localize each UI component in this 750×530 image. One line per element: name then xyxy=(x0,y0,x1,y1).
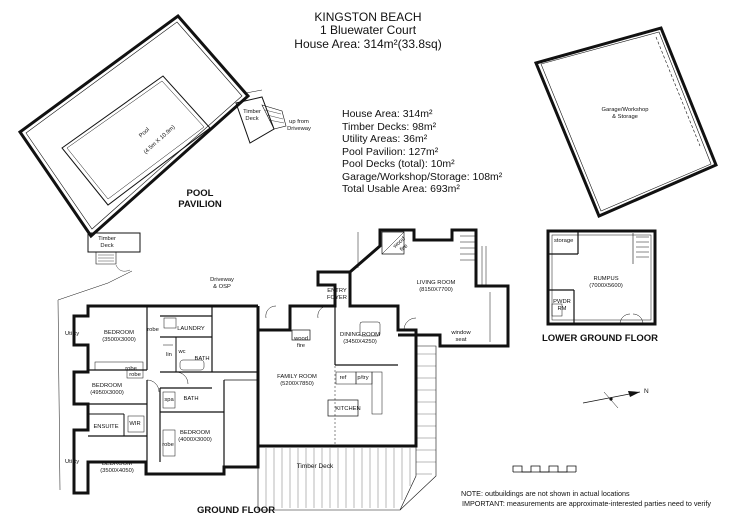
dining-room-label: DINING ROOM xyxy=(340,332,380,338)
robe-2-label: robe xyxy=(147,327,159,333)
pool-pavilion-title-line-2: PAVILION xyxy=(178,199,222,210)
robe-4-label: robe xyxy=(162,442,174,448)
pantry-label: p/try xyxy=(357,375,369,381)
area-house: House Area: 314m² xyxy=(342,108,433,120)
living-room-dimensions: (8150X7700) xyxy=(419,287,453,293)
garage-label: Garage/Workshop & Storage xyxy=(601,107,649,120)
ensuite-label: ENSUITE xyxy=(93,424,119,430)
pool-basin xyxy=(61,75,211,206)
pool-deck-steps xyxy=(261,104,287,130)
ref-label: ref xyxy=(339,375,347,381)
pool-pavilion-title-line-1: POOL xyxy=(186,188,214,199)
lower-storage-label: storage xyxy=(554,238,574,244)
house-area-summary: House Area: 314m²(33.8sq) xyxy=(294,37,442,51)
ground-floor-title: GROUND FLOOR xyxy=(196,505,276,516)
family-room-dimensions: (5200X7850) xyxy=(280,381,314,387)
note-outbuildings: NOTE: outbuildings are not shown in actu… xyxy=(461,489,630,498)
bedroom-1-label: BEDROOM xyxy=(104,330,134,336)
timber-deck-label: Timber Deck xyxy=(296,463,334,470)
timber-deck xyxy=(257,445,417,511)
pool-deck-bottom-label: Timber Deck xyxy=(98,236,116,249)
rumpus-label: RUMPUS xyxy=(593,276,619,282)
living-room-label: LIVING ROOM xyxy=(416,280,456,286)
rumpus-dimensions: (7000X5600) xyxy=(589,283,623,289)
utility-bottom-label: Utility xyxy=(65,459,80,465)
wood-fire-family-label: wood fire xyxy=(294,336,308,349)
pwdr-label: PWDR xyxy=(553,299,571,305)
bath-1-label: BATH xyxy=(194,356,210,362)
suburb-title: KINGSTON BEACH xyxy=(314,10,422,24)
area-pool-decks: Pool Decks (total): 10m² xyxy=(342,158,455,170)
bedroom-3-dimensions: (4000X3000) xyxy=(178,437,212,443)
wc-label: wc xyxy=(178,349,186,355)
area-pool-pavilion: Pool Pavilion: 127m² xyxy=(342,145,439,158)
utility-top-label: Utility xyxy=(65,331,80,337)
west-wing-outline xyxy=(72,304,260,495)
area-garage: Garage/Workshop/Storage: 108m² xyxy=(342,170,503,183)
robe-3-label: robe xyxy=(129,372,141,378)
kitchen-label: KITCHEN xyxy=(335,406,361,412)
north-label: N xyxy=(644,388,649,395)
area-utility: Utility Areas: 36m² xyxy=(342,133,428,145)
ground-floor xyxy=(57,228,510,511)
rm-label: RM xyxy=(557,306,567,312)
bedroom-1-dimensions: (3500X3000) xyxy=(102,337,136,343)
lower-ground-floor xyxy=(546,229,657,326)
up-from-driveway-label: up from Driveway xyxy=(287,119,311,132)
bedroom-2-label: BEDROOM xyxy=(92,383,122,389)
pool-deck-bottom xyxy=(87,232,141,253)
area-total: Total Usable Area: 693m² xyxy=(342,183,460,195)
entry-foyer-label: ENTRY FOYER xyxy=(327,288,347,301)
bedroom-3-label: BEDROOM xyxy=(180,430,210,436)
dining-room-dimensions: (3450X4250) xyxy=(343,339,377,345)
bedroom-2-dimensions: (4950X3000) xyxy=(90,390,124,396)
note-measurements: IMPORTANT: measurements are approximate-… xyxy=(462,499,712,508)
window-seat-label: window seat xyxy=(451,330,471,343)
wir-label: WIR xyxy=(129,421,141,427)
living-room-outline xyxy=(349,228,510,348)
pool-pavilion xyxy=(17,13,287,272)
family-room-label: FAMILY ROOM xyxy=(277,374,317,380)
laundry-label: LAUNDRY xyxy=(177,326,205,332)
garage-outline xyxy=(533,26,718,218)
spa-label: spa xyxy=(164,397,174,403)
scale-bar xyxy=(512,465,577,473)
street-address: 1 Bluewater Court xyxy=(319,23,417,37)
area-timber-decks: Timber Decks: 98m² xyxy=(342,120,437,133)
robe-1-label: robe xyxy=(125,366,137,372)
central-wing-outline xyxy=(256,270,418,448)
bedroom-4-label: BEDROOM xyxy=(102,461,132,467)
bedroom-4-dimensions: (3500X4050) xyxy=(100,468,134,474)
garage-building xyxy=(533,26,718,218)
linen-label: lin xyxy=(166,352,172,358)
north-arrow xyxy=(582,391,641,409)
bath-2-label: BATH xyxy=(183,396,199,402)
pool-deck-top-label: Timber Deck xyxy=(243,109,261,122)
area-list: House Area: 314m² Timber Decks: 98m² Uti… xyxy=(342,108,502,196)
lower-ground-floor-title: LOWER GROUND FLOOR xyxy=(541,333,659,344)
pool-pavilion-outline xyxy=(17,13,251,239)
pool-pavilion-inner-outline xyxy=(25,21,243,230)
pool-basin-inner xyxy=(66,80,205,200)
driveway-label: Driveway & OSP xyxy=(210,277,234,290)
